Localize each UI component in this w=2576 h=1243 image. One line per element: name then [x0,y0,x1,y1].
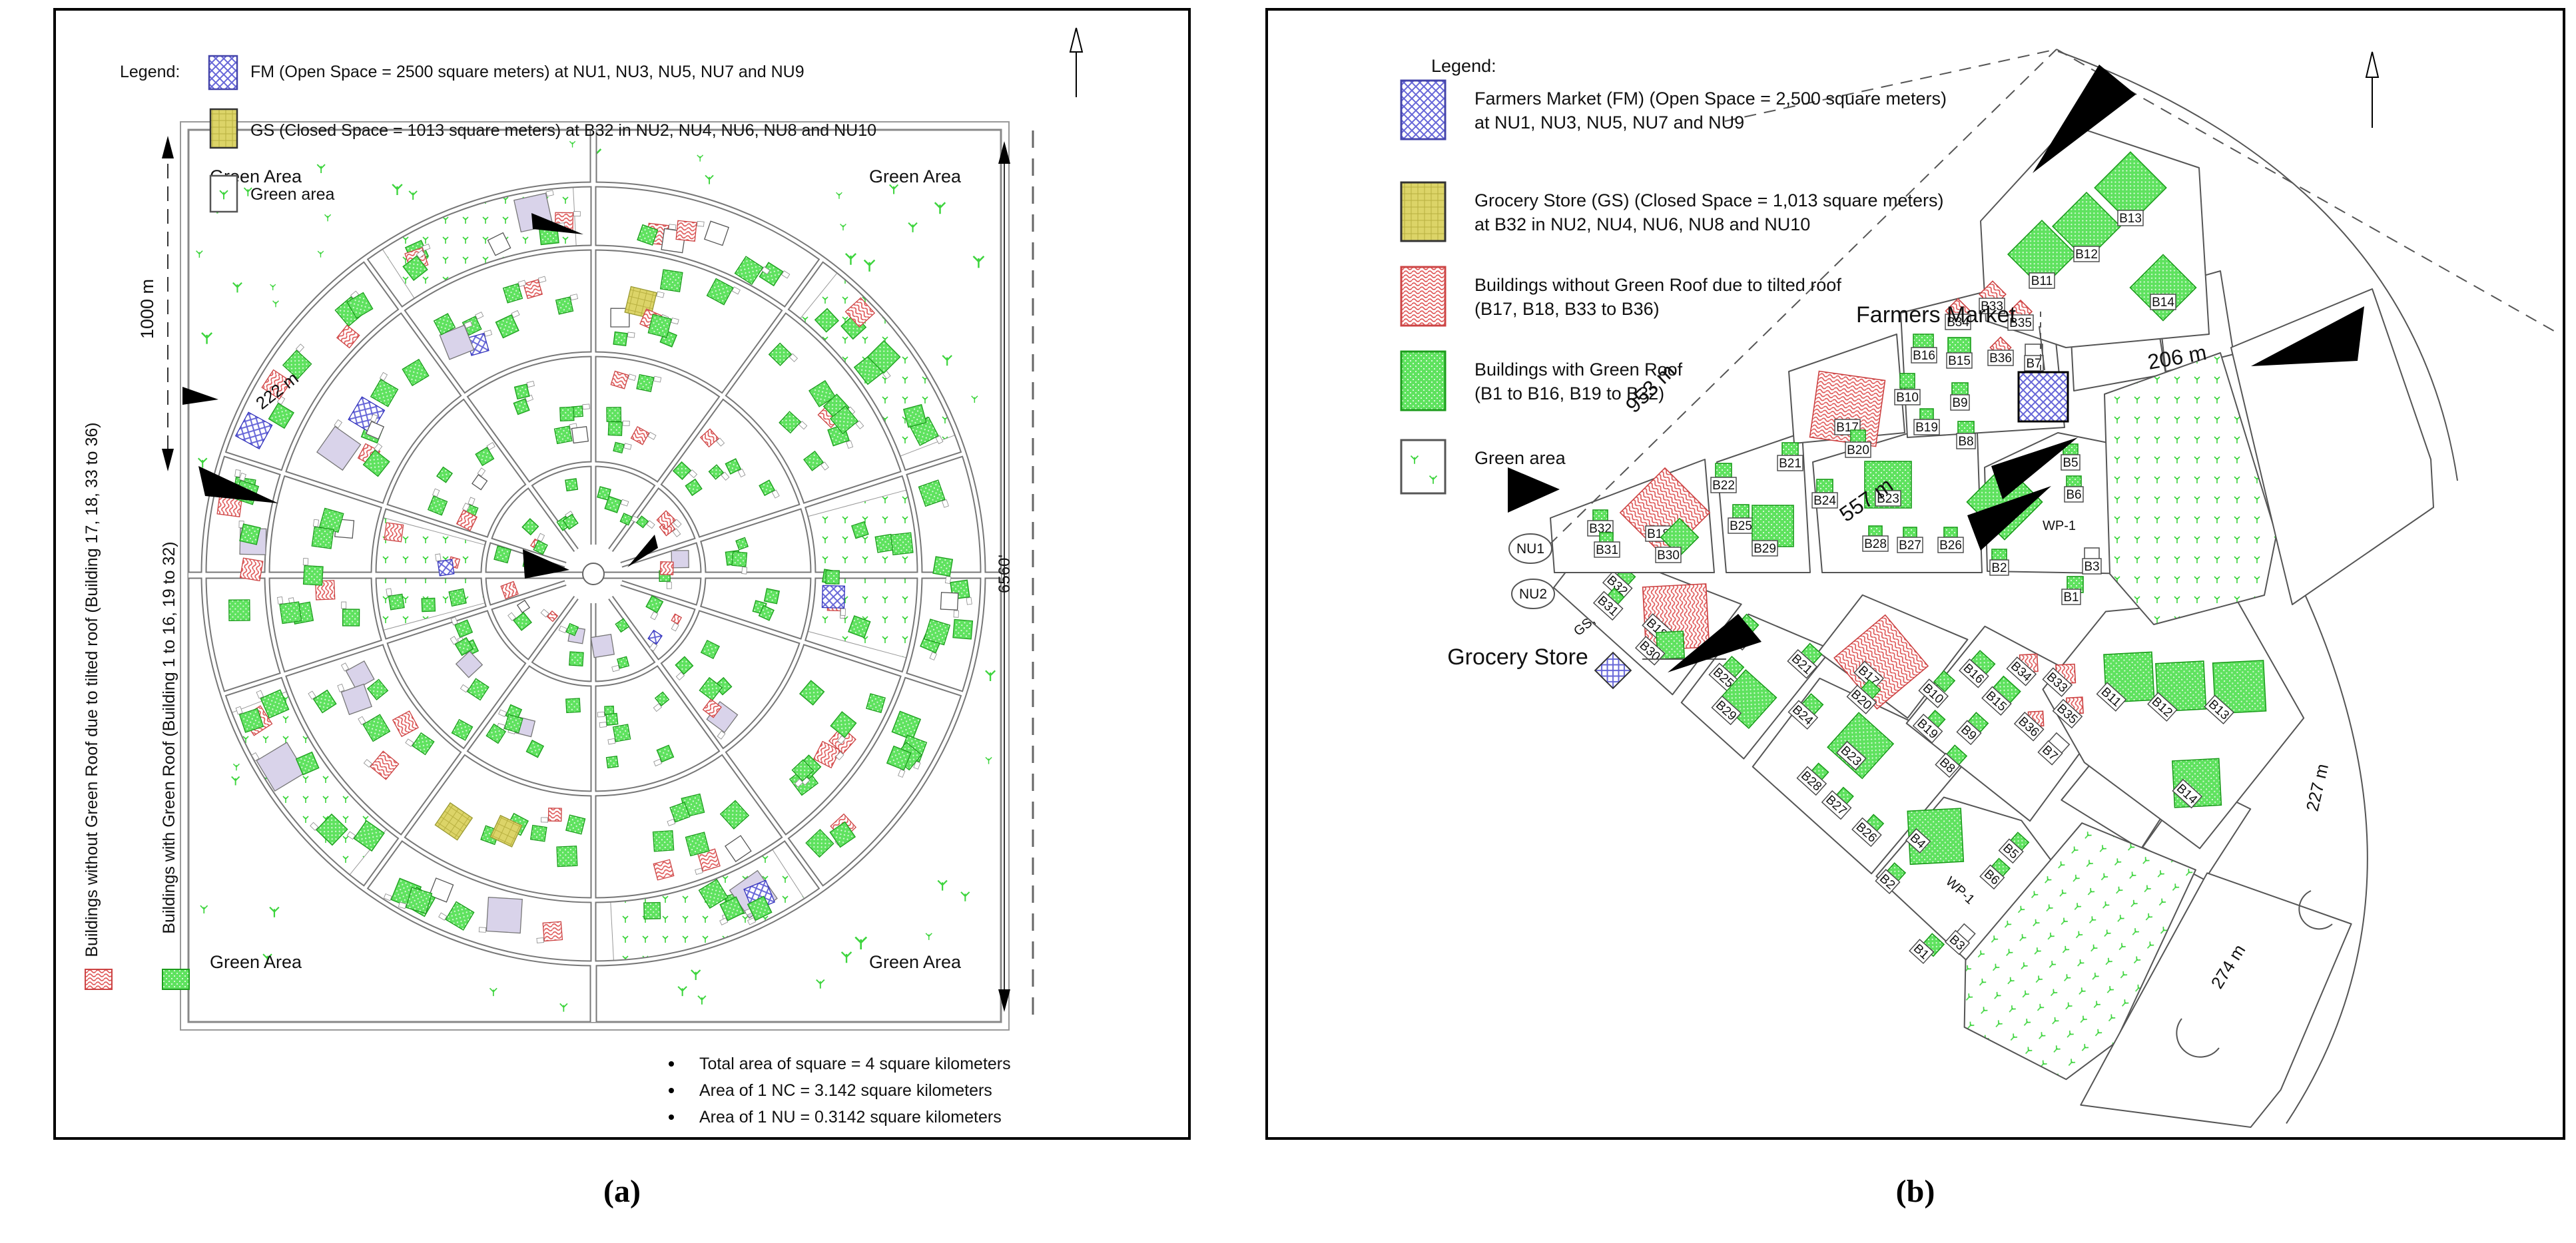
svg-text:B11: B11 [2031,274,2053,288]
svg-text:6560': 6560' [996,555,1014,593]
svg-text:NU2: NU2 [1519,587,1547,602]
svg-text:Total area of square = 4 squar: Total area of square = 4 square kilomete… [699,1055,1011,1073]
svg-text:Green Area: Green Area [869,166,962,186]
svg-text:Green area: Green area [1474,448,1566,468]
svg-text:at B32 in NU2, NU4, NU6, NU8 a: at B32 in NU2, NU4, NU6, NU8 and NU10 [1474,214,1810,234]
svg-text:B5: B5 [2063,456,2078,470]
svg-text:B20: B20 [1847,443,1869,457]
svg-text:B34: B34 [1947,316,1969,330]
svg-text:B22: B22 [1712,479,1735,493]
svg-text:B29: B29 [1754,542,1776,556]
svg-text:NU1: NU1 [1516,541,1544,557]
svg-text:B2: B2 [1991,561,2007,575]
svg-text:Green Area: Green Area [869,952,962,972]
svg-text:Green Area: Green Area [210,952,302,972]
svg-text:B23: B23 [1877,492,1899,506]
svg-text:Farmers Market: Farmers Market [1856,302,2016,328]
svg-text:227 m: 227 m [2302,762,2332,813]
svg-text:B13: B13 [2119,212,2142,226]
svg-text:Area of 1 NU = 0.3142 square k: Area of 1 NU = 0.3142 square kilometers [699,1108,1002,1126]
svg-text:B24: B24 [1813,494,1836,508]
svg-text:Area of 1 NC = 3.142 square ki: Area of 1 NC = 3.142 square kilometers [699,1081,992,1100]
svg-text:1000 m: 1000 m [137,279,157,339]
svg-text:(B17, B18, B33 to B36): (B17, B18, B33 to B36) [1474,299,1660,319]
svg-text:Legend:: Legend: [1431,56,1496,76]
svg-text:B3: B3 [2084,560,2099,574]
svg-text:Grocery Store: Grocery Store [1447,644,1588,670]
svg-text:B26: B26 [1939,539,1962,553]
svg-text:B30: B30 [1657,549,1680,563]
svg-text:Legend:: Legend: [120,63,180,81]
svg-text:WP-1: WP-1 [2043,519,2076,533]
svg-text:Buildings without Green Roof d: Buildings without Green Roof due to tilt… [1474,275,1841,295]
svg-text:B35: B35 [2009,316,2032,330]
svg-text:B25: B25 [1730,519,1752,533]
panel-b-sector-detail: B17B10B19B20B21B22B24B23B25B29B28B27B26B… [1265,8,2565,1140]
svg-text:B36: B36 [1989,352,2012,366]
svg-text:B28: B28 [1864,537,1887,551]
svg-text:B27: B27 [1899,539,1921,553]
svg-text:B1: B1 [2063,591,2079,605]
svg-text:B8: B8 [1958,435,1973,449]
svg-text:Farmers Market (FM) (Open Spac: Farmers Market (FM) (Open Space = 2,500 … [1474,89,1947,109]
svg-text:GS (Closed Space = 1013 square: GS (Closed Space = 1013 square meters) a… [250,121,876,140]
svg-text:B6: B6 [2066,488,2081,502]
svg-text:Green area: Green area [250,185,335,204]
svg-text:B10: B10 [1896,391,1919,405]
svg-text:B14: B14 [2152,296,2174,310]
caption-a: (a) [603,1174,641,1209]
svg-text:Buildings with Green Roof: Buildings with Green Roof [1474,360,1683,379]
svg-text:B16: B16 [1913,349,1935,363]
svg-text:FM (Open Space = 2500 square m: FM (Open Space = 2500 square meters) at … [250,63,805,81]
svg-text:at NU1, NU3, NU5, NU7 and NU9: at NU1, NU3, NU5, NU7 and NU9 [1474,113,1744,132]
svg-text:B15: B15 [1948,354,1971,368]
sector-detail-drawing: B17B10B19B20B21B22B24B23B25B29B28B27B26B… [1400,49,2558,1128]
svg-text:Grocery Store (GS) (Closed Spa: Grocery Store (GS) (Closed Space = 1,013… [1474,190,1944,210]
svg-text:Buildings without Green Roof d: Buildings without Green Roof due to tilt… [83,422,101,957]
svg-text:B21: B21 [1779,457,1801,471]
svg-text:B7: B7 [2026,357,2041,371]
svg-text:(B1 to B16, B19 to B32): (B1 to B16, B19 to B32) [1474,383,1664,403]
svg-text:Buildings with Green Roof (Bui: Buildings with Green Roof (Building 1 to… [160,541,178,933]
svg-text:B19: B19 [1915,421,1938,435]
caption-b: (b) [1895,1174,1935,1209]
svg-text:B31: B31 [1596,543,1618,557]
svg-text:B9: B9 [1952,396,1967,410]
svg-text:B12: B12 [2075,248,2098,262]
svg-text:B33: B33 [1981,300,2003,314]
